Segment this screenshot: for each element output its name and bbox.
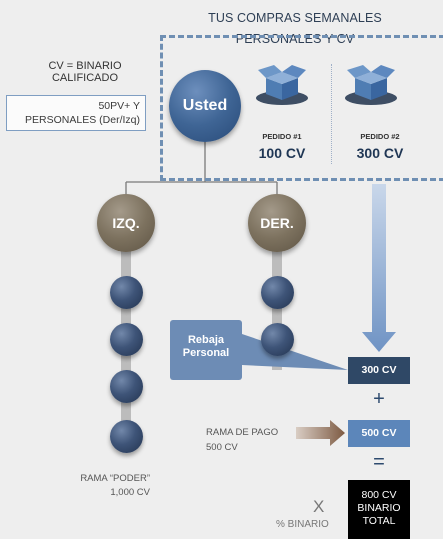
cv-definition-line1: CV = BINARIO (48, 60, 122, 72)
order-1-value: 100 CV (258, 145, 306, 161)
cv-definition-line2: CALIFICADO (51, 72, 118, 84)
left-leg-member (110, 420, 143, 453)
right-leg-member (261, 276, 294, 309)
left-leg-node: IZQ. (97, 194, 155, 252)
total-line3: TOTAL (362, 515, 396, 527)
weekly-purchases-frame (160, 35, 443, 181)
left-leg-member (110, 276, 143, 309)
power-leg-line2: 1,000 CV (110, 487, 150, 498)
left-leg-member (110, 370, 143, 403)
multiply-sign: X (313, 497, 325, 516)
pay-leg-line1: RAMA DE PAGO (206, 427, 279, 438)
order-1-label: PEDIDO #1 (262, 132, 302, 141)
order-2-value: 300 CV (356, 145, 404, 161)
personal-rebate-box: Rebaja Personal (170, 320, 242, 380)
power-leg-line1: RAMA “PODER” (80, 473, 150, 484)
total-binary-box: 800 CV BINARIO TOTAL (348, 480, 410, 539)
equals-sign: = (373, 451, 385, 473)
you-node: Usted (169, 70, 241, 142)
qualify-line1: 50PV+ Y (98, 100, 140, 112)
plus-sign: + (373, 388, 385, 410)
qualify-box: 50PV+ Y PERSONALES (Der/Izq) (6, 95, 146, 131)
cv-definition: CV = BINARIO CALIFICADO (30, 60, 140, 84)
rebate-line2: Personal (182, 347, 230, 359)
left-leg-member (110, 323, 143, 356)
binary-percent-label: % BINARIO (276, 519, 329, 530)
right-leg-member (261, 323, 294, 356)
personal-cv-box: 300 CV (348, 357, 410, 384)
payleg-cv-box: 500 CV (348, 420, 410, 447)
orders-divider (331, 64, 332, 164)
power-leg-label: RAMA “PODER” 1,000 CV (30, 472, 150, 500)
box-icon (345, 65, 397, 105)
right-leg-node: DER. (248, 194, 306, 252)
order-2-label: PEDIDO #2 (360, 132, 400, 141)
box-icon (256, 65, 308, 105)
pay-leg-line2: 500 CV (206, 442, 238, 453)
rebate-line1: Rebaja (187, 334, 225, 346)
header-title-line1: TUS COMPRAS SEMANALES (208, 11, 382, 25)
total-line2: BINARIO (357, 502, 401, 514)
total-line1: 800 CV (361, 489, 397, 501)
qualify-line2: PERSONALES (Der/Izq) (25, 114, 140, 126)
pay-leg-label: RAMA DE PAGO 500 CV (206, 425, 278, 455)
